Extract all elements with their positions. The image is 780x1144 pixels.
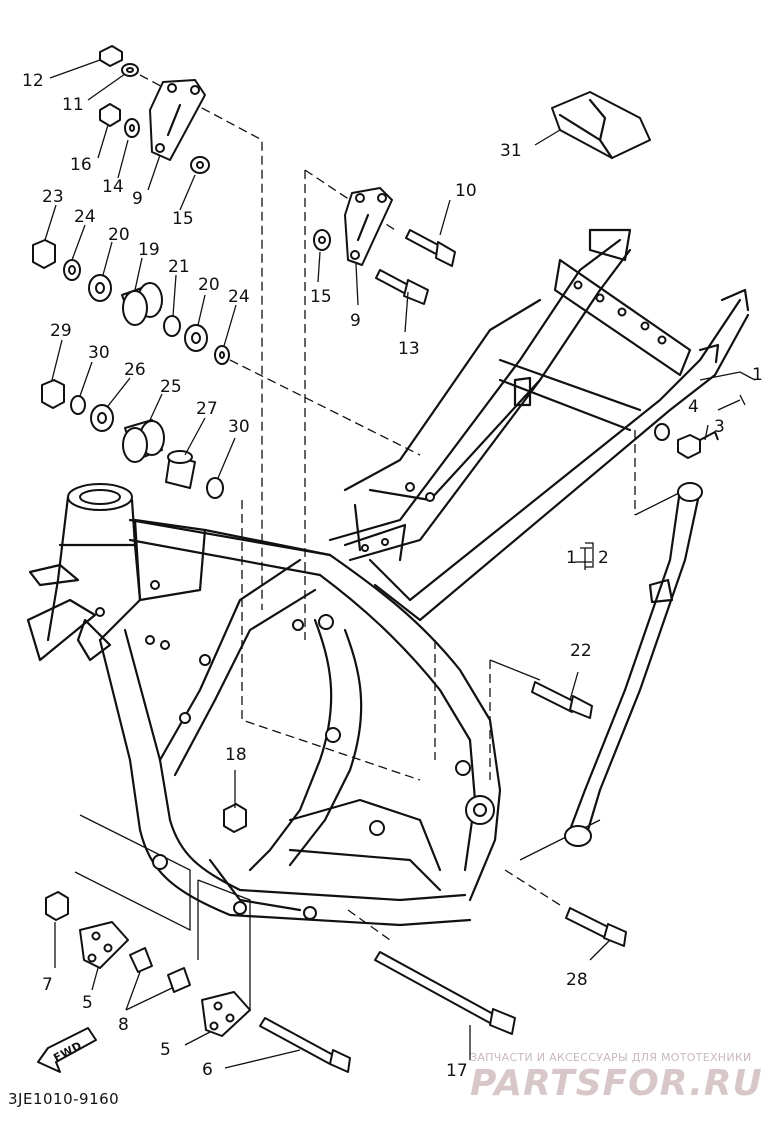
- callout-1-lower: 1: [566, 548, 577, 568]
- callout-labels: 12 11 16 14 9 15 23 24 20 19 21 20 24 29…: [22, 71, 763, 1081]
- callout-12: 12: [22, 71, 44, 91]
- watermark-tagline: ЗАПЧАСТИ И АКСЕССУАРЫ ДЛЯ МОТОТЕХНИКИ: [470, 1051, 752, 1064]
- callout-15-left: 15: [172, 209, 194, 229]
- watermark: ЗАПЧАСТИ И АКСЕССУАРЫ ДЛЯ МОТОТЕХНИКИ PA…: [470, 1051, 763, 1104]
- callout-14: 14: [102, 177, 124, 197]
- callout-21: 21: [168, 257, 190, 277]
- callout-27: 27: [196, 399, 218, 419]
- rear-stay: [564, 482, 703, 847]
- callout-5-lower: 5: [160, 1040, 171, 1060]
- callout-9-upper-right: 9: [350, 311, 361, 331]
- hardware-parts: [32, 45, 719, 1073]
- engine-bracket-upper-left: [149, 79, 206, 161]
- callout-leaders: [44, 59, 741, 1069]
- callout-13: 13: [398, 339, 420, 359]
- callout-9-upper-left: 9: [132, 189, 143, 209]
- fwd-arrow-icon: FWD: [37, 1027, 97, 1073]
- callout-19: 19: [138, 240, 160, 260]
- callout-28: 28: [566, 970, 588, 990]
- engine-bracket-upper-right: [344, 187, 393, 266]
- watermark-brand: PARTSFOR.RU: [470, 1063, 763, 1104]
- callout-31: 31: [500, 141, 522, 161]
- callout-20-right: 20: [198, 275, 220, 295]
- callout-15-right: 15: [310, 287, 332, 307]
- callout-18: 18: [225, 745, 247, 765]
- callout-25: 25: [160, 377, 182, 397]
- callout-23: 23: [42, 187, 64, 207]
- callout-11: 11: [62, 95, 84, 115]
- callout-6: 6: [202, 1060, 213, 1080]
- callout-8: 8: [118, 1015, 129, 1035]
- callout-16: 16: [70, 155, 92, 175]
- callout-7: 7: [42, 975, 53, 995]
- callout-30-left: 30: [88, 343, 110, 363]
- callout-26: 26: [124, 360, 146, 380]
- callout-22: 22: [570, 641, 592, 661]
- callout-10: 10: [455, 181, 477, 201]
- callout-1-upper: 1: [752, 365, 763, 385]
- part-code: 3JE1010-9160: [8, 1090, 119, 1108]
- callout-4: 4: [688, 397, 699, 417]
- callout-30-right: 30: [228, 417, 250, 437]
- callout-17: 17: [446, 1061, 468, 1081]
- rear-subframe: [328, 228, 750, 622]
- callout-5-upper: 5: [82, 993, 93, 1013]
- callout-20-left: 20: [108, 225, 130, 245]
- callout-2: 2: [598, 548, 609, 568]
- callout-29: 29: [50, 321, 72, 341]
- callout-3: 3: [714, 417, 725, 437]
- main-frame: [26, 483, 502, 927]
- callout-24-upper: 24: [74, 207, 96, 227]
- callout-24-lower: 24: [228, 287, 250, 307]
